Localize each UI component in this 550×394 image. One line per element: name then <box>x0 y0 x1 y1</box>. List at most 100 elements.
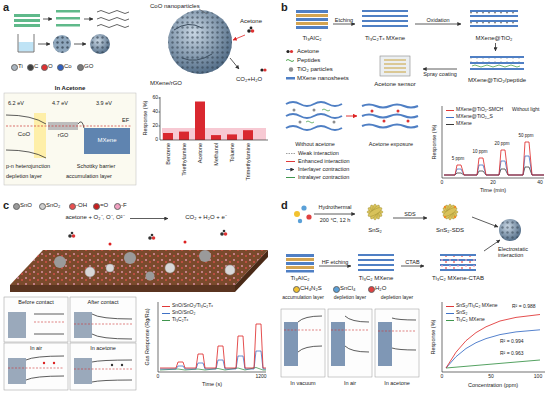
label: In air <box>344 380 356 386</box>
panel-d-art-part-part <box>444 206 446 208</box>
category-label: Toluene <box>229 143 235 162</box>
label: In acetone <box>384 380 410 386</box>
process-arrow <box>415 24 461 25</box>
panel-d-art-part-part <box>454 216 456 218</box>
panel-a-art-part <box>38 44 50 45</box>
legend-label: Enhanced interaction <box>298 158 350 164</box>
label: 50 ppm <box>518 133 533 138</box>
panel-b-art-part <box>296 18 328 21</box>
panel-c-art-part <box>220 232 224 236</box>
process-arrow <box>333 24 355 25</box>
label: Acetone <box>240 18 262 25</box>
tick-label: 40 <box>537 180 543 186</box>
panel-d-art-part <box>298 316 322 352</box>
panel-c-art-part <box>199 250 211 262</box>
panel-b-art-part <box>470 15 518 17</box>
label: 10 ppm <box>472 149 487 154</box>
panel-a-art-part <box>159 97 269 140</box>
legend-swatch <box>27 64 34 71</box>
panel-c-art-part <box>10 250 268 285</box>
panel-b-art-part <box>446 124 454 125</box>
panel-d-art-part <box>472 217 498 227</box>
step-caption: Ti₃C₂Tₓ MXene <box>356 35 414 42</box>
category-label: Trimethylamine <box>245 143 251 180</box>
tick-label: 20 <box>490 180 496 186</box>
panel-b-art-part <box>286 169 294 170</box>
axis-title: Time (s) <box>202 381 222 387</box>
axis-title: Gas Response (Rg/Ra) <box>144 308 150 365</box>
panel-c-art-part <box>8 368 64 369</box>
label: Electrostatic interaction <box>498 246 546 259</box>
panel-d-art-part <box>358 254 394 256</box>
panel-d-art-part <box>331 322 345 366</box>
panel-b-art-part <box>470 20 518 22</box>
panel-d-art-part <box>314 214 355 215</box>
panel-b-art-part <box>290 50 293 53</box>
panel-d-art-part <box>345 316 369 352</box>
panel-a-art-part <box>56 10 80 13</box>
panel-d-art-part <box>442 204 458 220</box>
legend-label: SnO/SnO₂ <box>172 310 195 316</box>
step-caption: SnS₂-SDS <box>428 227 472 234</box>
panel-b-art-part <box>296 22 328 25</box>
panel-a-art-part <box>53 35 71 53</box>
legend-label: SnO <box>20 202 32 209</box>
panel-a-art-part <box>211 135 221 140</box>
label: acetone + O₂⁻, O⁻, O²⁻ <box>65 214 124 221</box>
step-caption: Ti₃AlC₂ <box>292 35 332 42</box>
label: MXene <box>97 137 116 144</box>
tick-label: 50 <box>488 374 494 380</box>
step-label: Ti₃AlC₂ <box>302 35 321 42</box>
label: MXene/rGO <box>150 80 182 87</box>
panel-d-art-part <box>378 322 392 366</box>
arrow-label: HF etching <box>321 259 350 265</box>
label: R² = 0.988 <box>512 304 536 310</box>
panel-a-art-part <box>168 10 232 74</box>
panel-d-art-part <box>298 219 302 223</box>
panel-a-art-part <box>250 27 253 30</box>
legend-label: MXene nanosheets <box>297 75 349 82</box>
legend-swatch <box>368 286 375 293</box>
panel-b-art-part <box>470 12 518 15</box>
panel-b-art-part <box>362 15 408 17</box>
step-label: MXene@TiO₂ <box>476 35 513 42</box>
panel-a-art-part <box>260 68 263 71</box>
process-step: Ti₃AlC₂ <box>282 250 318 282</box>
panel-a-art-part <box>227 134 237 140</box>
label: Before contact <box>18 299 53 305</box>
label: CoO <box>18 131 30 138</box>
label: Acetone exposure <box>369 141 413 147</box>
panel-c-art-part <box>121 364 123 366</box>
panel-b-art-part <box>293 109 296 112</box>
panel-b-art-part <box>470 25 518 27</box>
panel-b-art-part <box>470 58 524 62</box>
panel-d-art-part <box>286 266 314 269</box>
step-label: Acetone sensor <box>374 81 416 88</box>
label: Without light <box>512 107 540 113</box>
panel-b-art-part <box>362 25 408 27</box>
label: 20 ppm <box>494 141 509 146</box>
process-step: Ti₃C₂Tₓ MXene <box>356 6 414 42</box>
panel-a-art <box>4 9 268 185</box>
panel-b-art-part <box>446 117 454 118</box>
legend-label: TiO₂ particles <box>297 66 333 73</box>
legend-label: SnO₂ <box>46 202 60 209</box>
category-label: Acetone <box>197 143 203 163</box>
panel-c-art-part <box>162 313 170 314</box>
legend-label: Ti <box>18 63 23 70</box>
panel-b-art-part <box>384 60 406 72</box>
panel-b-art-part <box>470 56 524 58</box>
panel-c-art <box>4 219 268 391</box>
panel-a-art-part <box>78 122 84 128</box>
legend-label: =O <box>100 202 108 209</box>
step-caption: Ti₃C₂ MXene-CTAB <box>425 275 491 282</box>
tick-label: 0 <box>157 374 160 380</box>
arrow-label: Spray coating <box>422 71 458 77</box>
tick-label: 20 <box>152 123 158 129</box>
label: p-n heterojunction <box>6 163 50 169</box>
panel-c-art-part <box>124 252 136 264</box>
panel-b-art-part <box>299 121 302 124</box>
panel-d-art-part <box>328 309 372 377</box>
label: CO₂+H₂O <box>236 76 262 83</box>
panel-c-art-part <box>85 267 95 277</box>
